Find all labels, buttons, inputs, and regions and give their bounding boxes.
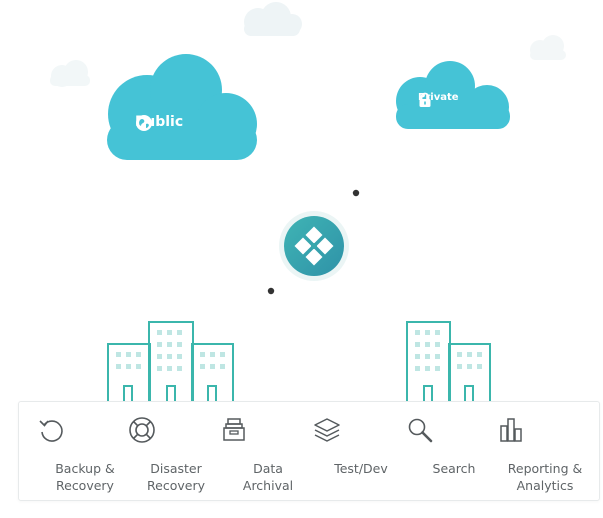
search-icon — [408, 418, 433, 443]
use-case-test-dev: Test/Dev — [313, 416, 409, 477]
use-case-panel: Backup & Recovery Disaster Recovery — [18, 401, 600, 501]
private-cloud-text: Private — [418, 92, 459, 103]
use-case-label-line1: Backup & — [55, 461, 115, 476]
use-case-label-line2: Recovery — [147, 478, 205, 493]
bar-chart-icon — [500, 418, 522, 442]
use-case-label-line1: Disaster — [150, 461, 202, 476]
use-case-label: Reporting & Analytics — [508, 460, 583, 494]
public-cloud-label: Public — [135, 114, 183, 131]
background-cloud-right — [530, 35, 566, 60]
public-cloud — [107, 54, 257, 160]
layers-icon — [314, 418, 340, 442]
use-case-label-line1: Search — [432, 461, 476, 476]
use-case-label-line1: Reporting & — [507, 461, 583, 476]
use-case-label: Backup & Recovery — [55, 460, 115, 494]
connector-dot-bottom — [267, 287, 275, 295]
use-case-label: Test/Dev — [334, 460, 388, 477]
use-case-label-line1: Test/Dev — [334, 461, 388, 476]
building-windows-right — [415, 330, 482, 371]
use-case-label: Disaster Recovery — [147, 460, 205, 494]
background-cloud-left — [50, 60, 90, 87]
use-case-label-line1: Data — [253, 461, 283, 476]
use-case-reporting-analytics: Reporting & Analytics — [497, 416, 593, 494]
lock-icon — [419, 92, 431, 107]
hub-logo-icon — [279, 211, 349, 281]
life-ring-icon — [129, 417, 155, 443]
use-case-label: Data Archival — [243, 460, 293, 494]
use-case-label: Search — [433, 460, 476, 477]
use-case-label-line2: Recovery — [56, 478, 114, 493]
refresh-icon — [39, 420, 63, 442]
building-windows-left — [116, 330, 225, 371]
connector-dot-top — [352, 189, 360, 197]
globe-icon — [136, 115, 152, 131]
use-case-disaster-recovery: Disaster Recovery — [128, 416, 224, 494]
use-case-search: Search — [406, 416, 502, 477]
use-case-label-line2: Archival — [242, 478, 294, 493]
private-cloud-label: Private — [418, 92, 459, 107]
use-case-label-line2: Analytics — [516, 478, 574, 493]
background-cloud-top — [244, 2, 302, 36]
archive-box-icon — [223, 418, 245, 441]
use-case-backup-recovery: Backup & Recovery — [37, 416, 133, 494]
use-case-data-archival: Data Archival — [220, 416, 316, 494]
